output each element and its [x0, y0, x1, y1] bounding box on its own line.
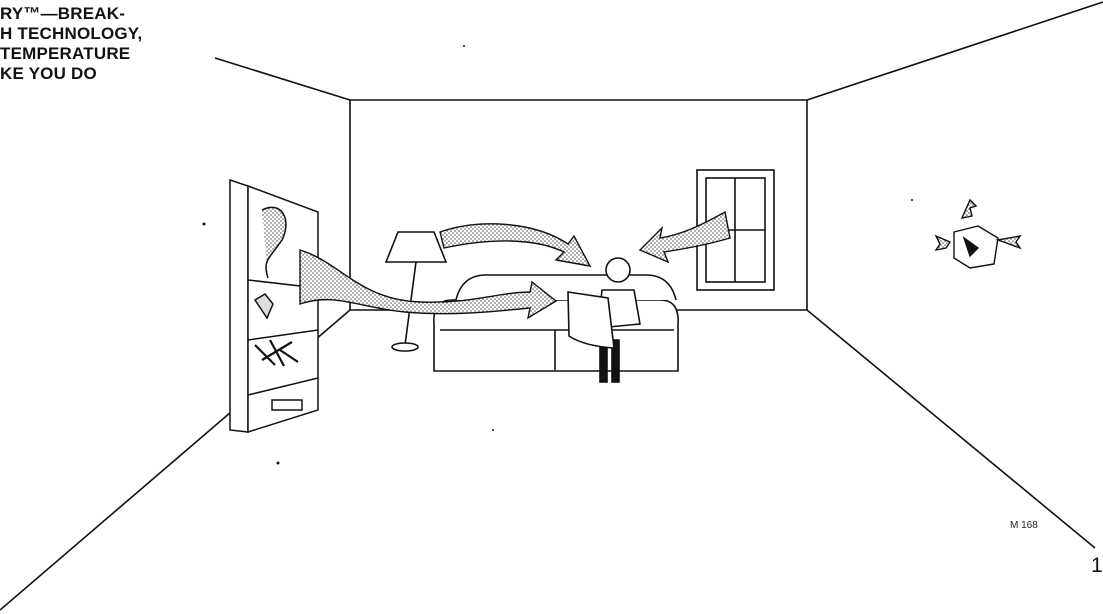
figure-code: M 168 — [1010, 520, 1038, 531]
bookcase — [230, 180, 318, 432]
headline: RY™—BREAK- H TECHNOLOGY, TEMPERATURE KE … — [0, 4, 142, 84]
sofa — [434, 275, 678, 371]
flow-arrow-lamp — [440, 224, 590, 266]
page-number: 1 — [1091, 554, 1103, 578]
headline-line-3: TEMPERATURE — [0, 44, 142, 64]
ceiling-edge-right — [807, 2, 1103, 100]
ceiling-edge-left — [215, 58, 350, 100]
newspaper — [568, 292, 614, 348]
thermostat-icon — [936, 200, 1020, 268]
headline-line-1: RY™—BREAK- — [0, 4, 142, 24]
headline-line-4: KE YOU DO — [0, 64, 142, 84]
floor-edge-right — [807, 310, 1095, 548]
headline-line-2: H TECHNOLOGY, — [0, 24, 142, 44]
